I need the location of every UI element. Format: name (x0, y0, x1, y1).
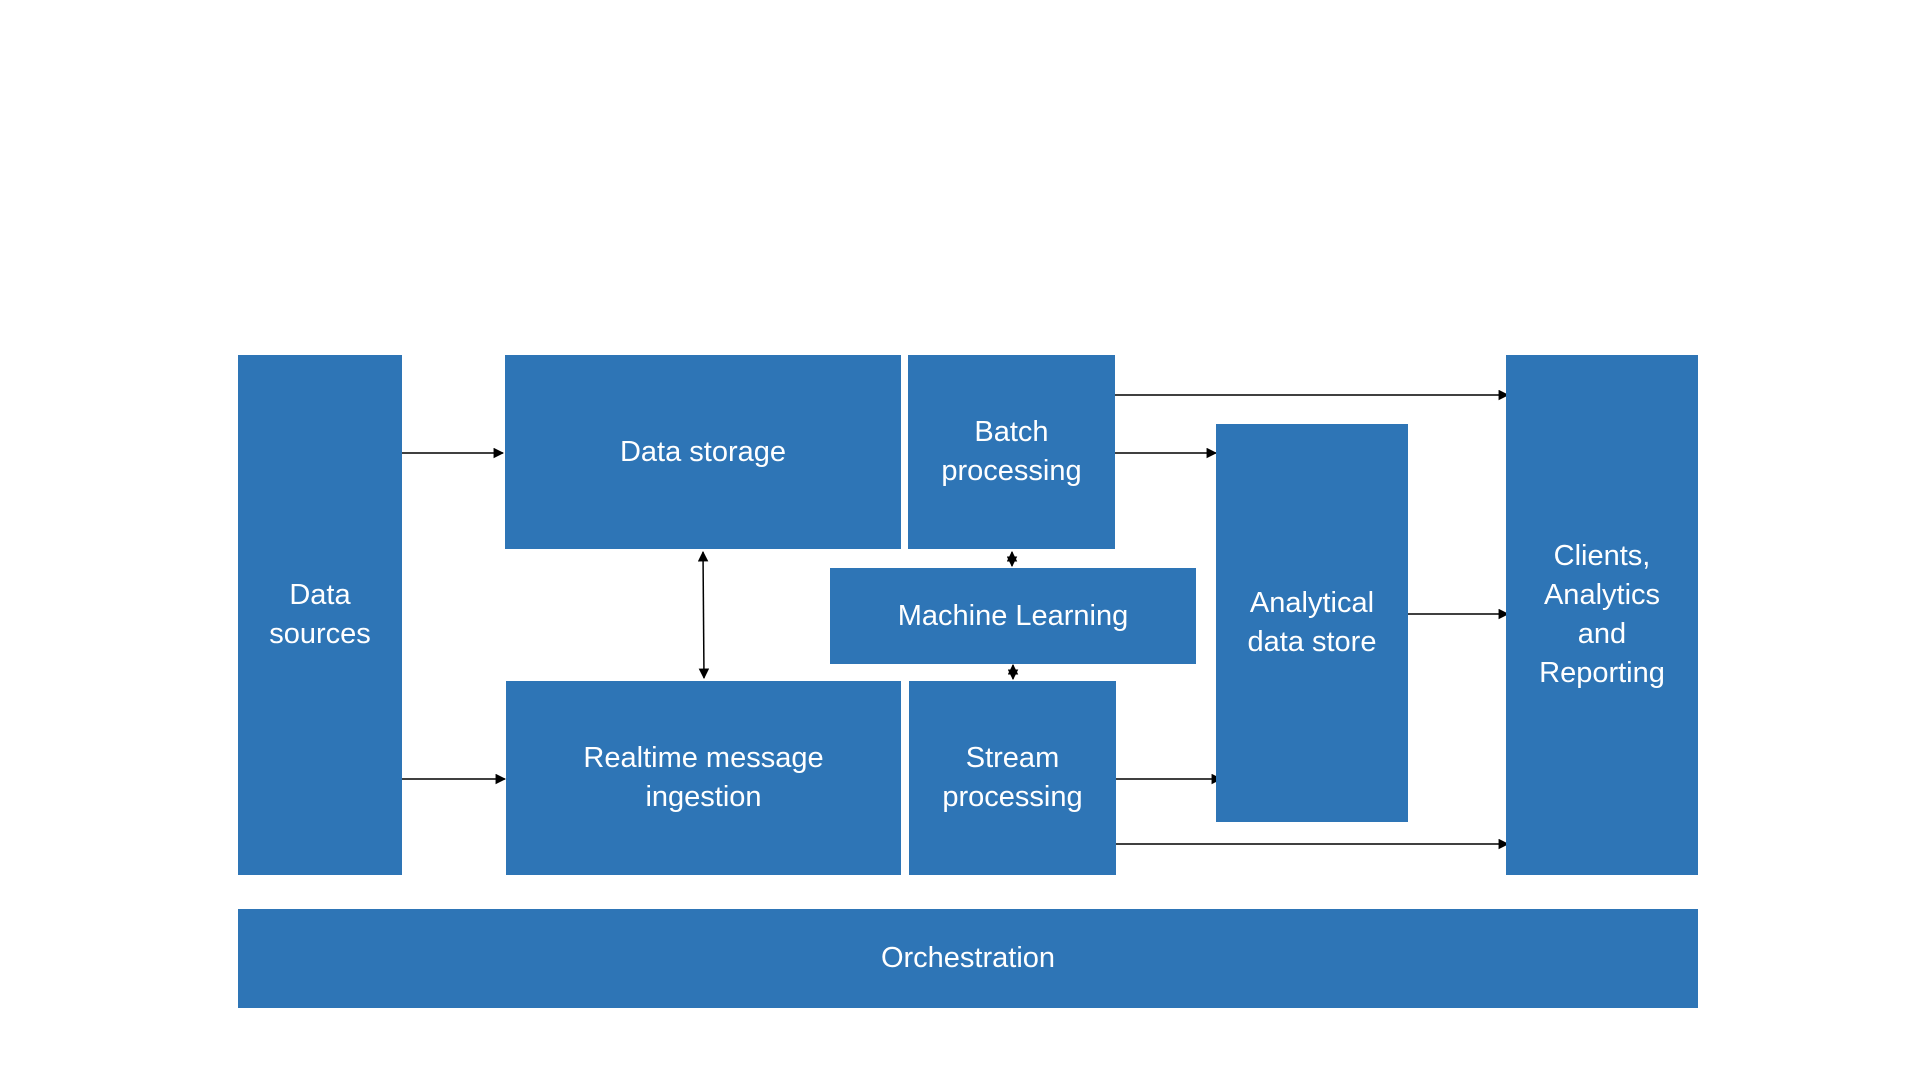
node-machine-learning: Machine Learning (830, 568, 1196, 664)
node-stream-processing: Stream processing (909, 681, 1116, 875)
node-clients-label: Clients, Analytics and Reporting (1539, 540, 1665, 689)
node-clients: Clients, Analytics and Reporting (1506, 355, 1698, 875)
node-orchestration-label: Orchestration (880, 942, 1056, 974)
edge-storage-realtime (697, 550, 710, 680)
node-data-storage: Data storage (505, 355, 901, 549)
node-realtime-ingestion: Realtime message ingestion (506, 681, 901, 875)
node-batch-processing: Batch processing (908, 355, 1115, 549)
node-analytical-store-label: Analytical data store (1247, 587, 1377, 658)
node-analytical-store: Analytical data store (1216, 424, 1408, 822)
node-realtime-ingestion-label: Realtime message ingestion (583, 742, 824, 813)
node-data-storage-label: Data storage (619, 435, 787, 468)
node-stream-processing-label: Stream processing (942, 742, 1083, 813)
node-batch-processing-label: Batch processing (941, 416, 1082, 487)
node-data-sources-label: Data sources (269, 579, 371, 650)
node-machine-learning-label: Machine Learning (897, 599, 1129, 632)
node-orchestration: Orchestration (238, 909, 1698, 1008)
node-data-sources: Data sources (238, 355, 402, 875)
